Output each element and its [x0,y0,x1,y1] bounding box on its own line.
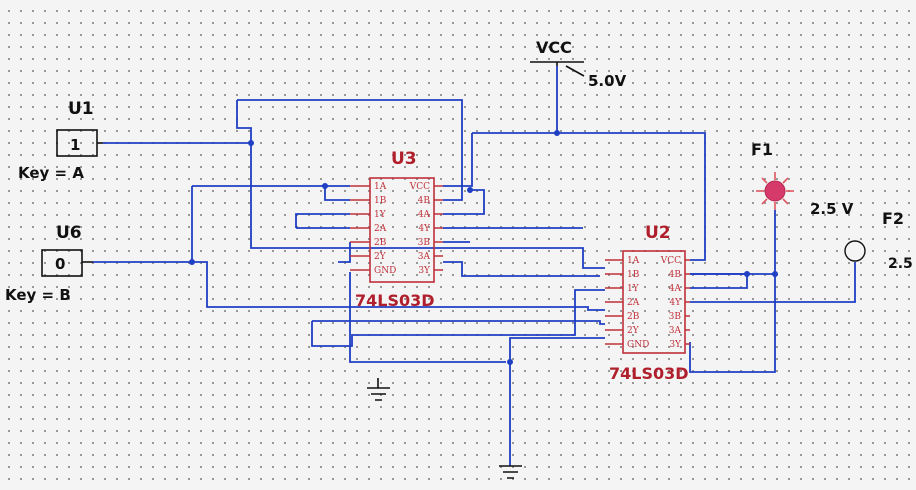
wires [93,66,856,466]
chip-pin-left: 1Y [627,284,640,294]
junction-dot [322,183,328,189]
chip-pin-right: 4A [669,284,682,294]
ground-symbol-u2 [499,465,522,479]
chip-pin-left: GND [627,340,649,350]
chip-pin-left: 2B [374,238,387,248]
chip-pin-left: 2Y [374,252,387,262]
junction-dot [554,130,560,136]
probe-ref: F2 [882,209,904,228]
chip-ref: U3 [391,149,417,169]
chip-pin-left: 1A [627,256,640,266]
chip-pin-right: VCC [660,256,681,266]
chip-pin-stubs [350,185,443,271]
chip-pin-left: 2A [374,224,387,234]
wire-vcc-u3 [443,133,473,187]
chip-pin-right: 4B [669,270,682,280]
probe-lamp [844,240,866,262]
vcc-voltage: 5.0V [588,72,627,90]
switch-key: Key = A [18,164,84,182]
wire-u3-2a [295,213,350,228]
chip-pin-left: 2B [627,312,640,322]
wire-vcc-bus [472,132,706,261]
chip-pin-right: 3B [418,238,431,248]
junction-dot [248,140,254,146]
probe-lamp [764,180,786,202]
switch-box [41,249,83,277]
chip-pin-left: 1B [627,270,640,280]
chip-pin-right: 4Y [418,224,431,234]
chip-pin-right: 4A [418,210,431,220]
chip-u2[interactable]: U2 1A 1B 1Y 2A 2B 2Y GND VCC 4B 4A 4Y 3B… [605,223,690,383]
wire-lower-loop [311,289,605,347]
chip-pin-right: 3A [669,326,682,336]
switch-u6[interactable]: U6 0 Key = B [5,223,93,304]
chip-pin-right: 4B [418,196,431,206]
wire-u2-3y [689,274,776,373]
switch-u1[interactable]: U1 1 Key = A [18,99,103,182]
chip-pin-left: 1B [374,196,387,206]
junction-dot [467,187,473,193]
wire-u2-gnd [509,337,605,466]
junction-dot [772,271,778,277]
chip-pin-stubs [605,259,690,345]
chip-body [369,177,435,283]
junction-dot [744,271,750,277]
chip-pin-left: GND [374,266,396,276]
switch-state: 1 [70,136,80,154]
probe-ref: F1 [751,140,773,159]
chip-pin-right: VCC [409,182,430,192]
switch-state: 0 [55,255,65,273]
probe-f2[interactable]: F2 2.5 [844,209,913,272]
probe-rays [756,172,794,210]
junction-dot [189,259,195,265]
chip-pin-right: 3Y [418,266,431,276]
probe-f1[interactable]: F1 2.5 V [751,140,854,218]
wire-lower-loop-b [312,320,605,325]
switch-ref: U1 [68,99,94,119]
wire-u3-gnd [349,272,506,363]
switch-key: Key = B [5,286,71,304]
chip-pin-right: 3B [669,312,682,322]
wire-u2-f1 [690,210,776,275]
wire-u3-3y [443,261,600,277]
probe-voltage: 2.5 V [810,200,854,218]
wire-u3-2b [338,242,351,263]
chip-ref: U2 [645,223,671,243]
chip-pin-left: 2A [627,298,640,308]
wire-switch-b [93,261,605,311]
chip-pin-left: 2Y [627,326,640,336]
chip-u3[interactable]: U3 1A 1B 1Y 2A 2B 2Y GND VCC 4B 4A 4Y 3B… [350,149,443,310]
ground-symbol-u3 [367,378,390,401]
wire-u2-4b [690,273,748,289]
wire-top-loop-b [237,99,463,201]
chip-pin-right: 4Y [669,298,682,308]
switch-ref: U6 [56,223,82,243]
junctions [189,130,778,365]
chip-pin-left: 1Y [374,210,387,220]
wire-u3-1a [324,186,350,201]
chip-pin-right: 3A [418,252,431,262]
wire-u2-4y [690,262,856,303]
junction-dot [507,359,513,365]
vcc-label: VCC [536,38,572,57]
probe-voltage: 2.5 [888,256,913,272]
chip-part: 74LS03D [355,291,435,310]
chip-pin-left: 1A [374,182,387,192]
wire-u3-4a [443,189,485,215]
chip-pin-right: 3Y [669,340,682,350]
wire-top-loop [236,100,605,269]
chip-part: 74LS03D [609,364,689,383]
vcc-source[interactable]: VCC 5.0V [530,38,627,90]
